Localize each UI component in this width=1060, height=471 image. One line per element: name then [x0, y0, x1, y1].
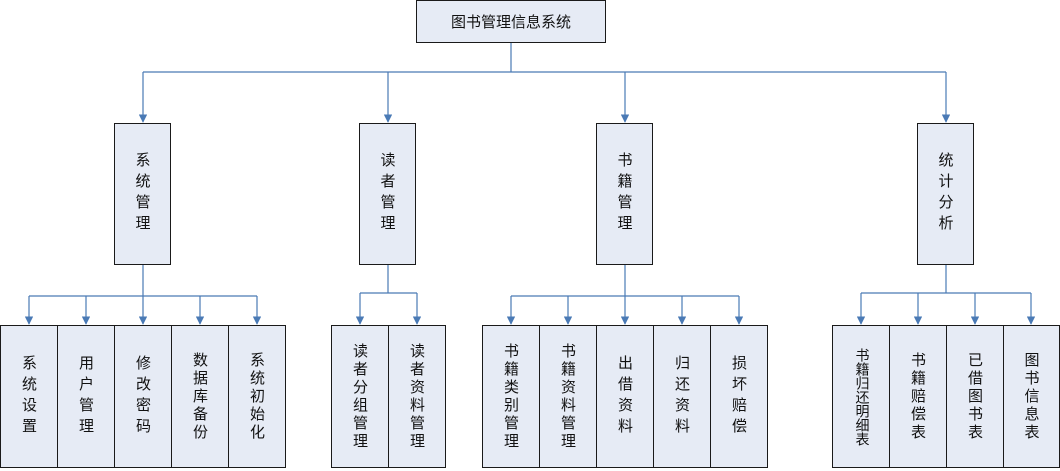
leaf-node: 读者分组管理: [331, 325, 389, 468]
leaf-node: 系统设置: [0, 325, 58, 468]
root-label: 图书管理信息系统: [450, 13, 571, 31]
module-label: 书籍管理: [615, 152, 634, 236]
leaf-node: 数据库备份: [171, 325, 229, 468]
leaf-node: 用户管理: [57, 325, 115, 468]
leaf-label: 修改密码: [134, 354, 152, 439]
leaf-node: 书籍资料管理: [539, 325, 597, 468]
leaf-label: 用户管理: [77, 354, 95, 439]
leaf-node: 书籍类别管理: [482, 325, 540, 468]
leaf-node: 出借资料: [596, 325, 654, 468]
module-node-books: 书籍管理: [596, 123, 653, 265]
leaf-label: 书籍归还明细表: [853, 347, 870, 446]
leaf-node: 书籍归还明细表: [832, 325, 890, 468]
module-label: 读者管理: [378, 152, 397, 236]
module-label: 统计分析: [936, 152, 955, 236]
leaf-label: 归还资料: [673, 354, 691, 439]
leaf-label: 书籍资料管理: [559, 342, 577, 451]
leaf-node: 系统初始化: [228, 325, 286, 468]
leaf-node: 修改密码: [114, 325, 172, 468]
leaf-node: 书籍赔偿表: [889, 325, 947, 468]
leaf-label: 图书信息表: [1022, 351, 1041, 442]
leaf-label: 出借资料: [616, 354, 634, 439]
leaf-node: 图书信息表: [1003, 325, 1060, 468]
root-node: 图书管理信息系统: [416, 0, 606, 43]
leaf-label: 书籍赔偿表: [909, 351, 927, 442]
leaf-node: 读者资料管理: [388, 325, 446, 468]
leaf-label: 已借图书表: [966, 351, 984, 442]
leaf-label: 系统设置: [20, 354, 38, 439]
leaf-node: 已借图书表: [946, 325, 1004, 468]
module-node-system: 系统管理: [114, 123, 171, 265]
module-node-reader: 读者管理: [359, 123, 416, 265]
leaf-node: 归还资料: [653, 325, 711, 468]
leaf-label: 数据库备份: [191, 351, 209, 442]
leaf-label: 读者分组管理: [351, 342, 369, 451]
leaf-node: 损坏赔偿: [710, 325, 768, 468]
leaf-label: 书籍类别管理: [502, 342, 520, 451]
module-label: 系统管理: [133, 152, 152, 236]
module-node-statistics: 统计分析: [917, 123, 974, 265]
leaf-label: 系统初始化: [248, 351, 266, 442]
leaf-label: 损坏赔偿: [730, 354, 748, 439]
leaf-label: 读者资料管理: [408, 342, 426, 451]
